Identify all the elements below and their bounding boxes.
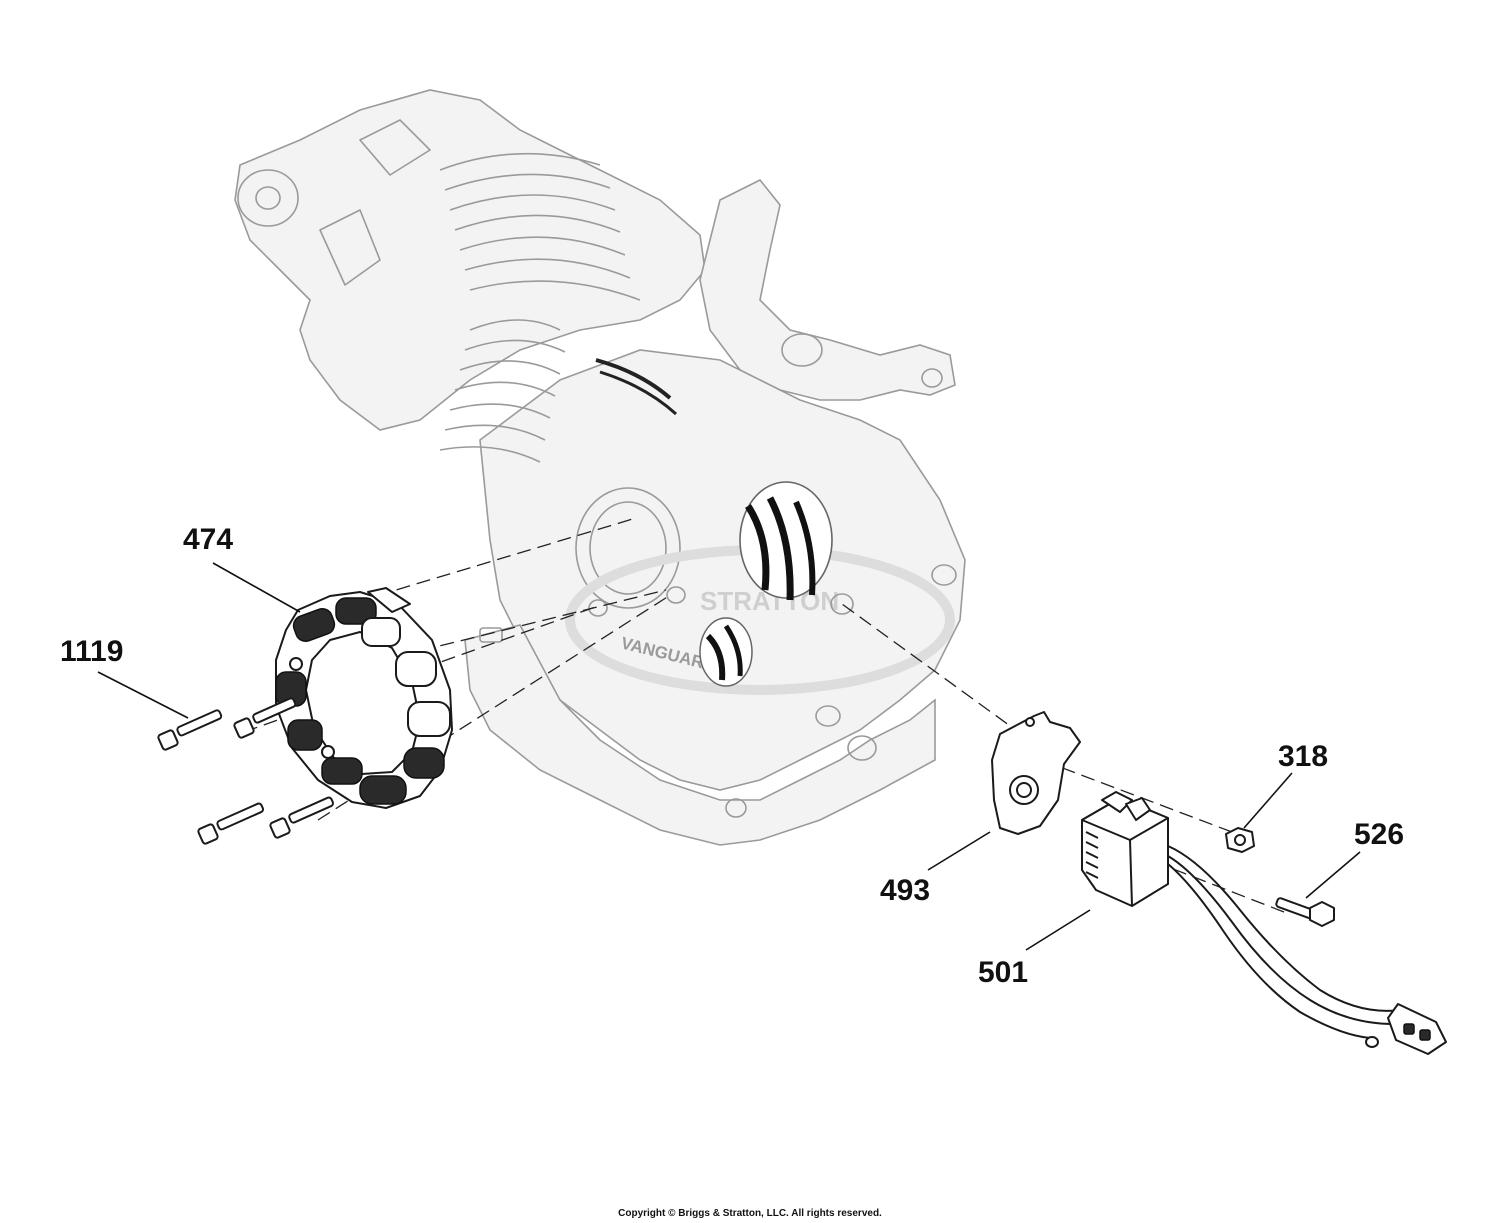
screw-1119-b[interactable] (233, 697, 297, 739)
engine-block-ghost: STRATTON VANGUARD (234, 89, 966, 846)
screws-1119[interactable] (157, 697, 334, 845)
regulator-501[interactable] (1081, 791, 1447, 1055)
callout-474[interactable]: 474 (183, 523, 234, 556)
callout-1119[interactable]: 1119 (60, 635, 124, 668)
callout-318[interactable]: 318 (1278, 740, 1329, 773)
screw-1119-c[interactable] (197, 802, 264, 845)
copyright-footer: Copyright © Briggs & Stratton, LLC. All … (618, 1208, 882, 1219)
callout-493[interactable]: 493 (880, 874, 931, 907)
callout-526[interactable]: 526 (1354, 818, 1405, 851)
stator-474[interactable] (275, 587, 453, 809)
nut-318[interactable] (1225, 827, 1255, 853)
screw-1119-a[interactable] (157, 709, 223, 751)
screw-1119-d[interactable] (269, 796, 334, 839)
bracket-493[interactable] (991, 711, 1081, 835)
leader-lines (97, 562, 1361, 951)
callout-501[interactable]: 501 (978, 956, 1029, 989)
bolt-526[interactable] (1275, 897, 1335, 927)
